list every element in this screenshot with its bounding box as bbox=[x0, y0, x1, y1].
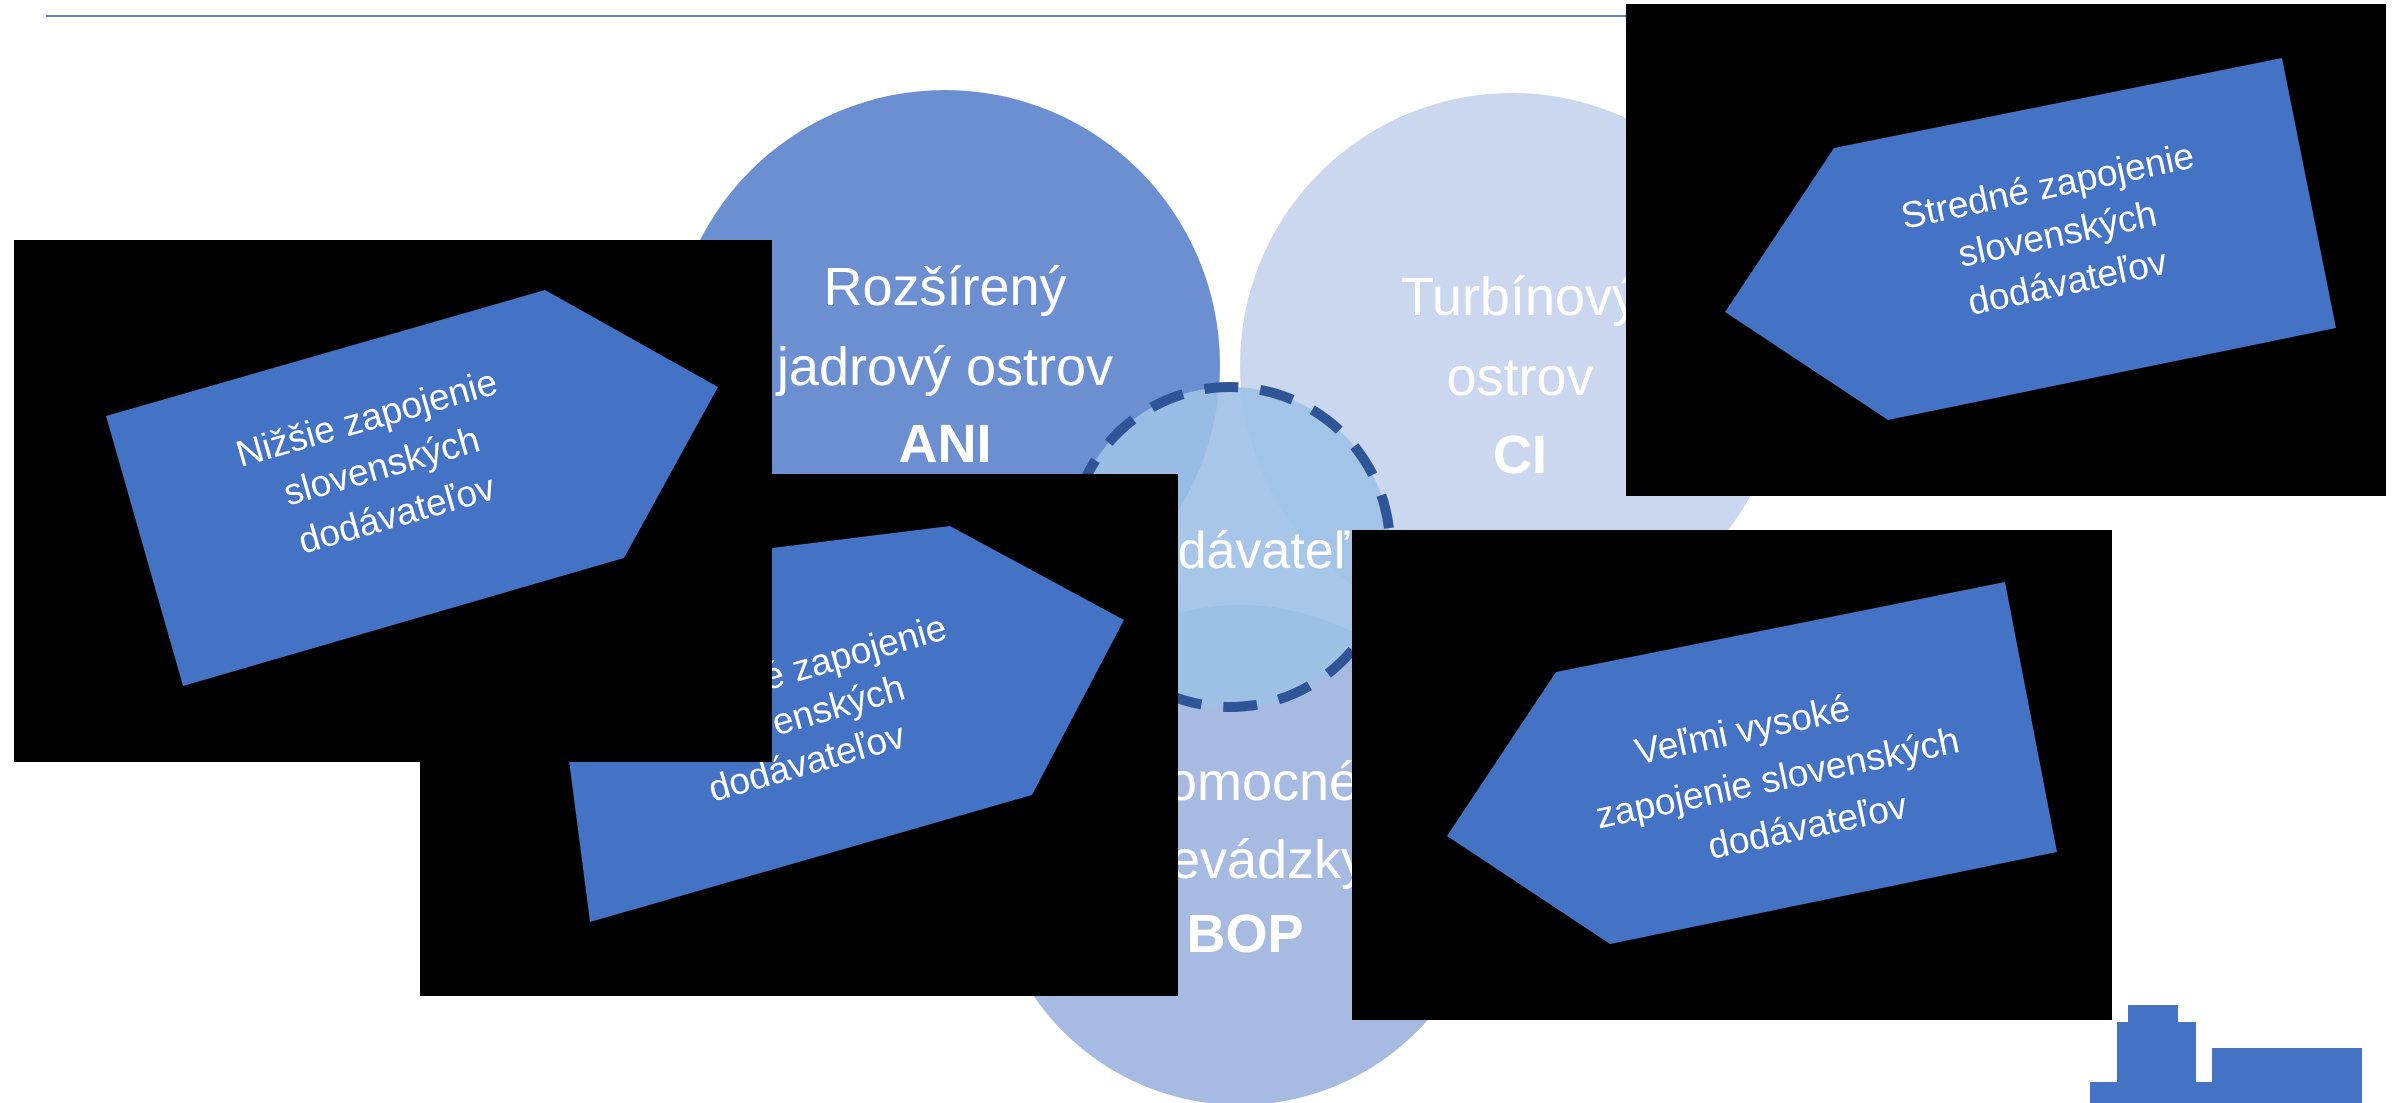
logo-building-shape bbox=[2090, 1005, 2362, 1103]
top-divider-line bbox=[46, 15, 1646, 17]
ci-label-line2: ostrov bbox=[1446, 347, 1593, 407]
medium-arrow-shape bbox=[1725, 58, 2336, 420]
ani-label-line1: Rozšírený bbox=[823, 257, 1066, 317]
ci-code: CI bbox=[1493, 425, 1547, 485]
ci-label-line1: Turbínový bbox=[1401, 267, 1639, 327]
bop-code: BOP bbox=[1186, 904, 1303, 964]
very-high-arrow-shape bbox=[1447, 582, 2057, 944]
company-logo bbox=[2090, 1005, 2362, 1103]
ani-label-line2: jadrový ostrov bbox=[775, 337, 1113, 397]
lower-arrow-shape bbox=[106, 290, 718, 686]
ani-code: ANI bbox=[899, 414, 992, 474]
